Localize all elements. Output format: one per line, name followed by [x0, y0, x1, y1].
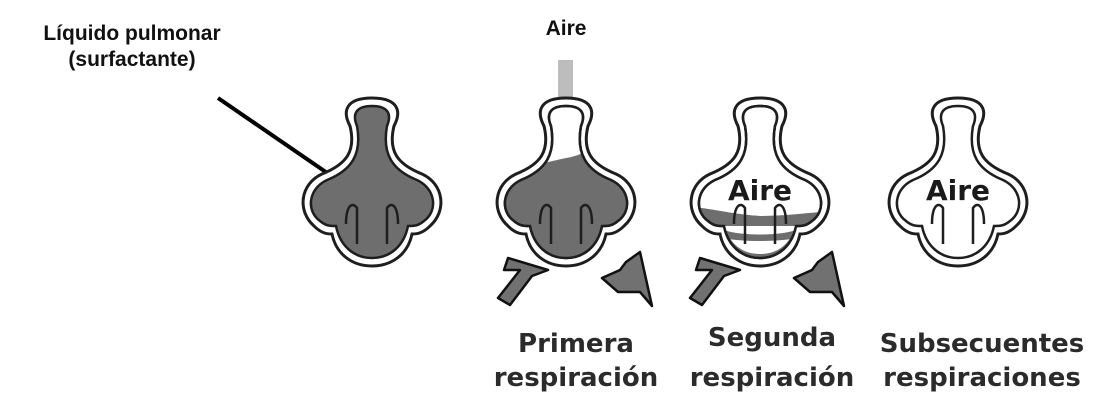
fluid-outflow-arrow-first-left	[498, 258, 548, 305]
caption-second-line2: respiración	[690, 363, 855, 393]
alveolus-first-breath	[476, 98, 656, 286]
caption-first-line1: Primera	[518, 329, 634, 359]
alveolus-4-air-label: Aire	[926, 174, 990, 207]
fluid-outflow-arrow-first-right	[602, 252, 652, 306]
fluid-label-line1: Líquido pulmonar	[43, 22, 220, 45]
fluid-label-line2: (surfactante)	[68, 48, 195, 71]
caption-second-line1: Segunda	[708, 323, 836, 353]
caption-subsequent-line1: Subsecuentes	[880, 329, 1085, 359]
alveolus-3-air-label: Aire	[728, 174, 792, 207]
alveolus-aerated: Aire	[889, 98, 1027, 266]
caption-subsequent-line2: respiraciones	[883, 363, 1081, 393]
alveolus-fluid-filled	[303, 98, 441, 266]
fluid-outflow-arrow-second-right	[794, 252, 844, 306]
caption-first-line2: respiración	[494, 363, 659, 393]
fluid-outflow-arrow-second-left	[690, 258, 740, 305]
air-top-label: Aire	[546, 17, 587, 40]
